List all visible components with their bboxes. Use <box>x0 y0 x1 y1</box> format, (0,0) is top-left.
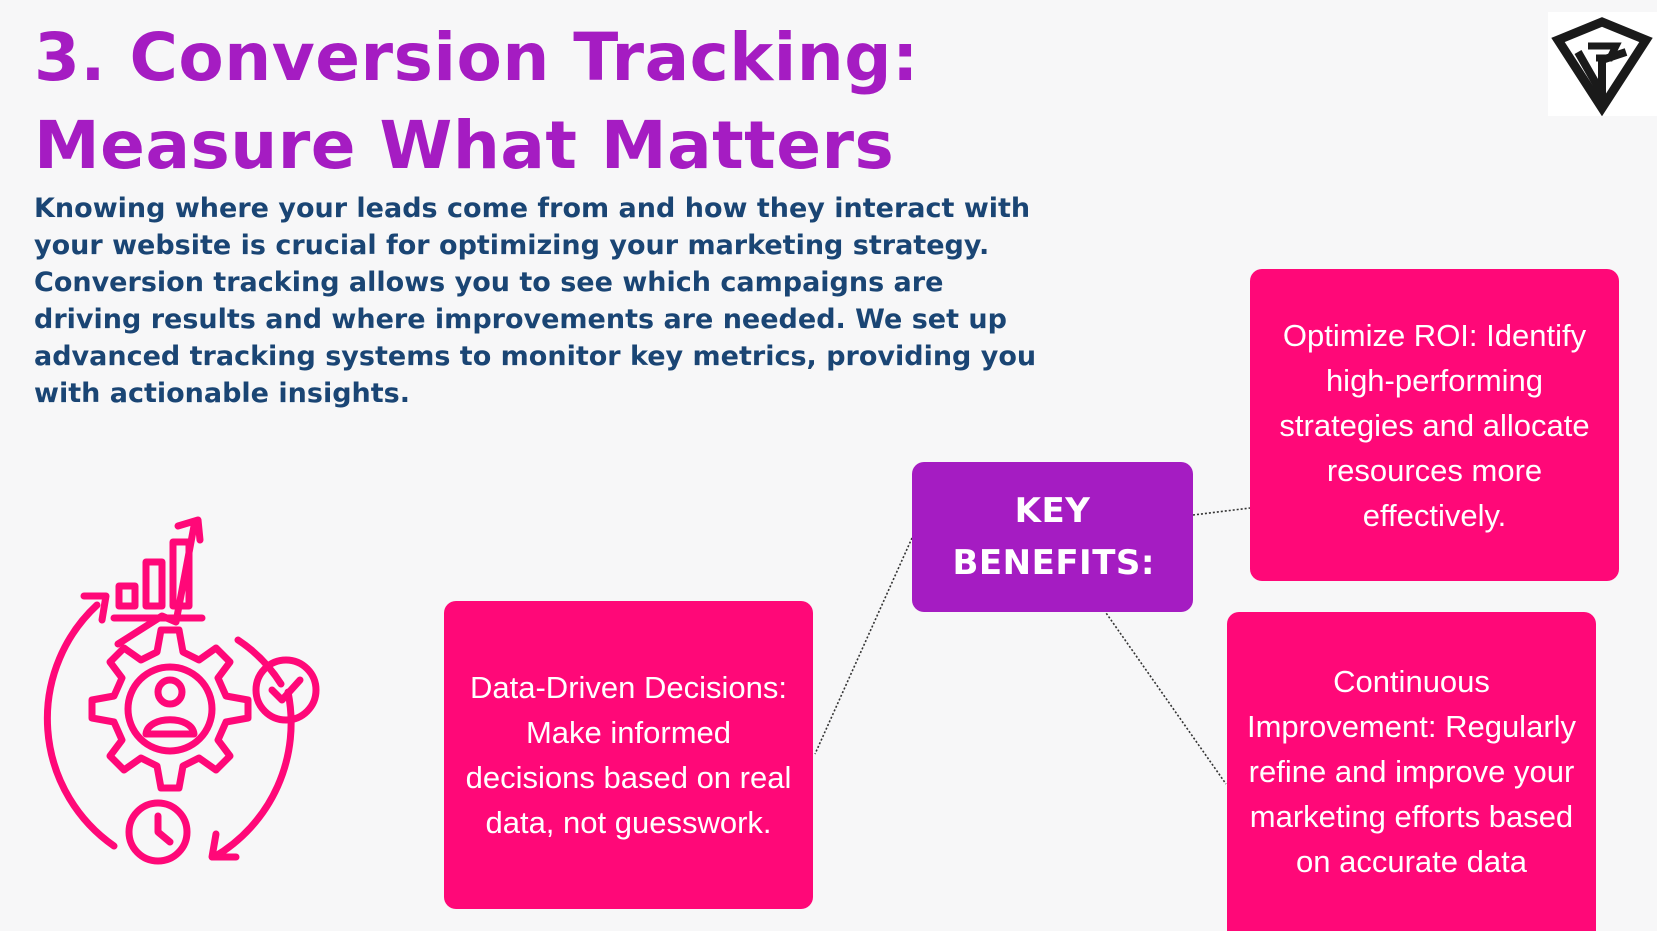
benefit-box-continuous-improvement: Continuous Improvement: Regularly refine… <box>1227 612 1596 931</box>
key-benefits-label: KEY BENEFITS: <box>952 491 1155 583</box>
connector-line <box>814 537 913 755</box>
title-line-1: 3. Conversion Tracking: <box>34 19 919 96</box>
key-benefits-box: KEY BENEFITS: <box>912 462 1193 612</box>
benefit-text: Continuous Improvement: Regularly refine… <box>1246 664 1577 879</box>
title-line-2: Measure What Matters <box>34 107 895 184</box>
benefit-text: Optimize ROI: Identify high-performing s… <box>1279 317 1590 533</box>
page-title: 3. Conversion Tracking: Measure What Mat… <box>34 14 919 190</box>
benefit-box-optimize-roi: Optimize ROI: Identify high-performing s… <box>1250 269 1619 581</box>
benefit-box-data-driven: Data-Driven Decisions: Make informed dec… <box>444 601 813 909</box>
intro-paragraph: Knowing where your leads come from and h… <box>34 193 1037 409</box>
brand-logo-icon <box>1548 12 1657 116</box>
connector-line <box>1192 507 1251 516</box>
benefit-text: Data-Driven Decisions: Make informed dec… <box>465 670 792 840</box>
conversion-gear-chart-icon <box>43 516 320 865</box>
connector-line <box>1103 609 1227 785</box>
